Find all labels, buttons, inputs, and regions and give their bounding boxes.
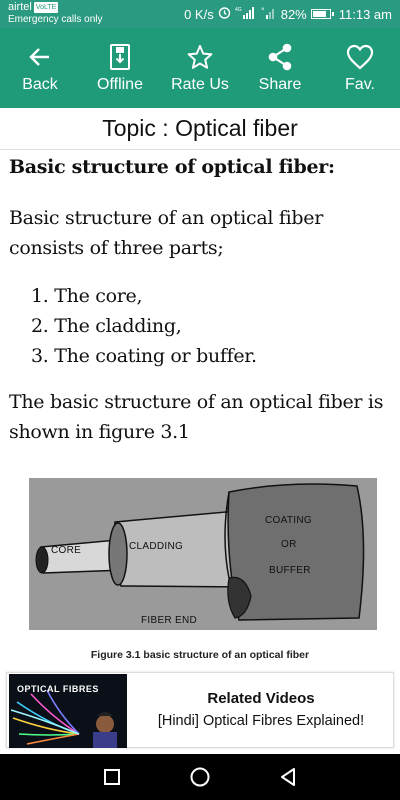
list-item: 1. The core, (31, 285, 143, 307)
clock: 11:13 am (338, 6, 392, 22)
alarm-icon (218, 6, 231, 22)
topic-title: Topic : Optical fiber (0, 108, 400, 150)
related-videos-card[interactable]: OPTICAL FIBRES Related Videos [Hindi] Op… (6, 672, 394, 748)
related-video-name[interactable]: [Hindi] Optical Fibres Explained! (157, 713, 365, 729)
offline-label: Offline (97, 76, 143, 93)
video-thumbnail[interactable]: OPTICAL FIBRES (9, 674, 127, 748)
related-videos-title: Related Videos (207, 690, 315, 707)
net-speed: 0 K/s (184, 6, 214, 22)
favourite-button[interactable]: Fav. (320, 28, 400, 108)
home-button[interactable] (185, 762, 215, 792)
download-file-icon (105, 42, 135, 72)
svg-text:×: × (261, 7, 265, 13)
back-button[interactable]: Back (0, 28, 80, 108)
svg-text:4G: 4G (235, 7, 242, 13)
arrow-left-icon (25, 42, 55, 72)
list-item: 3. The coating or buffer. (31, 345, 257, 367)
volte-badge: VoLTE (33, 2, 59, 13)
status-right: 0 K/s 4G × 82% 11:13 am (184, 6, 392, 22)
carrier-name: airtel (8, 1, 32, 13)
fiber-strands-image (9, 674, 127, 748)
core-label: CORE (51, 545, 82, 556)
favourite-label: Fav. (345, 76, 375, 93)
article-content: Basic structure of optical fiber: Basic … (9, 150, 394, 447)
cladding-label: CLADDING (129, 541, 184, 552)
list-item: 2. The cladding, (31, 315, 182, 337)
paragraph-intro: Basic structure of an optical fiber cons… (9, 207, 323, 259)
share-icon (265, 42, 295, 72)
battery-fill (312, 11, 326, 17)
parts-list: 1. The core, 2. The cladding, 3. The coa… (9, 281, 394, 371)
heart-icon (345, 42, 375, 72)
system-nav-bar (0, 754, 400, 800)
or-label: OR (281, 539, 297, 550)
coating-label: COATING (265, 515, 312, 526)
offline-button[interactable]: Offline (80, 28, 160, 108)
rate-us-label: Rate Us (171, 76, 229, 93)
square-icon (104, 769, 120, 785)
thumbnail-title: OPTICAL FIBRES (17, 684, 99, 694)
battery-percent: 82% (280, 6, 307, 22)
signal-no-service-icon: × (261, 6, 277, 22)
fiber-end-label: FIBER END (141, 615, 198, 626)
recents-button[interactable] (97, 762, 127, 792)
back-label: Back (22, 76, 58, 93)
rate-us-button[interactable]: Rate Us (160, 28, 240, 108)
circle-icon (190, 767, 210, 787)
section-heading: Basic structure of optical fiber: (9, 156, 335, 178)
paragraph-figure-ref: The basic structure of an optical fiber … (9, 391, 384, 443)
toolbar: Back Offline Rate Us Share Fav. (0, 28, 400, 108)
share-label: Share (258, 76, 302, 93)
battery-icon (310, 9, 334, 19)
back-nav-button[interactable] (273, 762, 303, 792)
fiber-diagram (29, 478, 377, 630)
figure-caption: Figure 3.1 basic structure of an optical… (90, 649, 310, 661)
star-icon (185, 42, 215, 72)
buffer-label: BUFFER (269, 565, 311, 576)
emergency-text: Emergency calls only (8, 14, 103, 25)
triangle-back-icon (281, 768, 295, 786)
signal-4g-icon: 4G (235, 6, 257, 22)
fiber-structure-figure: CORE CLADDING COATING OR BUFFER FIBER EN… (29, 478, 377, 630)
share-button[interactable]: Share (240, 28, 320, 108)
